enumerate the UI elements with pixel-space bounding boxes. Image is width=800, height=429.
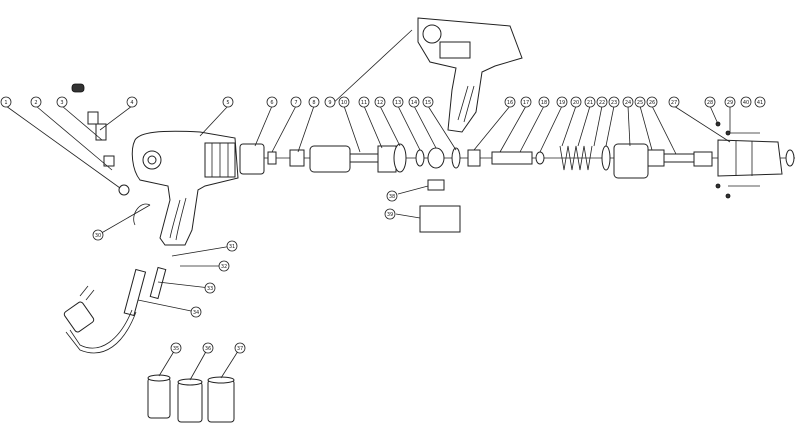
callout-40: 40	[740, 96, 752, 108]
callout-24: 24	[622, 96, 634, 108]
leader-lines	[5, 29, 731, 381]
callout-label: 20	[573, 100, 579, 106]
switch-parts	[419, 179, 461, 233]
callout-label: 19	[559, 100, 565, 106]
coil-spring	[559, 145, 593, 171]
callout-39: 39	[384, 208, 396, 220]
callout-8: 8	[308, 96, 320, 108]
callout-label: 37	[237, 346, 243, 352]
callout-label: 32	[221, 264, 227, 270]
callout-label: 24	[625, 100, 631, 106]
callout-label: 38	[389, 194, 395, 200]
callout-33: 33	[204, 282, 216, 294]
callout-label: 15	[425, 100, 431, 106]
callout-label: 29	[727, 100, 733, 106]
callout-7: 7	[290, 96, 302, 108]
callout-38: 38	[386, 190, 398, 202]
callout-label: 27	[671, 100, 677, 106]
callout-36: 36	[202, 342, 214, 354]
callout-4: 4	[126, 96, 138, 108]
callout-label: 12	[377, 100, 383, 106]
callout-19: 19	[556, 96, 568, 108]
callout-label: 6	[270, 100, 273, 106]
callout-25: 25	[634, 96, 646, 108]
callout-label: 26	[649, 100, 655, 106]
shaft-assembly	[239, 139, 795, 179]
power-cord	[63, 203, 167, 354]
callout-label: 30	[95, 233, 101, 239]
callout-29: 29	[724, 96, 736, 108]
callout-13: 13	[392, 96, 404, 108]
callout-label: 4	[130, 100, 133, 106]
top-half-housing	[417, 17, 523, 133]
callout-label: 18	[541, 100, 547, 106]
callout-6: 6	[266, 96, 278, 108]
callout-5: 5	[222, 96, 234, 108]
callout-label: 7	[294, 100, 297, 106]
callout-28: 28	[704, 96, 716, 108]
callout-label: 8	[312, 100, 315, 106]
callout-label: 34	[193, 310, 199, 316]
callout-label: 33	[207, 286, 213, 292]
main-housing	[131, 130, 239, 246]
callout-label: 21	[587, 100, 593, 106]
callout-37: 37	[234, 342, 246, 354]
callout-label: 13	[395, 100, 401, 106]
callout-label: 10	[341, 100, 347, 106]
callout-9: 9	[324, 96, 336, 108]
callout-12: 12	[374, 96, 386, 108]
callout-10: 10	[338, 96, 350, 108]
callout-21: 21	[584, 96, 596, 108]
callout-2: 2	[30, 96, 42, 108]
callout-11: 11	[358, 96, 370, 108]
callout-23: 23	[608, 96, 620, 108]
callout-30: 30	[92, 229, 104, 241]
callout-label: 39	[387, 212, 393, 218]
socket-set	[147, 374, 235, 423]
callout-label: 41	[757, 100, 763, 106]
left-small-parts	[71, 83, 130, 196]
callout-label: 14	[411, 100, 417, 106]
callout-34: 34	[190, 306, 202, 318]
callout-22: 22	[596, 96, 608, 108]
callout-15: 15	[422, 96, 434, 108]
callout-label: 23	[611, 100, 617, 106]
callout-label: 28	[707, 100, 713, 106]
callout-label: 35	[173, 346, 179, 352]
callout-41: 41	[754, 96, 766, 108]
callout-18: 18	[538, 96, 550, 108]
callout-1: 1	[0, 96, 12, 108]
callout-label: 2	[34, 100, 37, 106]
callout-label: 17	[523, 100, 529, 106]
callout-label: 16	[507, 100, 513, 106]
callout-16: 16	[504, 96, 516, 108]
callout-17: 17	[520, 96, 532, 108]
callout-20: 20	[570, 96, 582, 108]
callout-label: 40	[743, 100, 749, 106]
callout-label: 9	[328, 100, 331, 106]
callout-27: 27	[668, 96, 680, 108]
callout-14: 14	[408, 96, 420, 108]
callout-label: 22	[599, 100, 605, 106]
fastener-screws	[715, 121, 760, 199]
callout-label: 11	[361, 100, 367, 106]
callout-label: 1	[4, 100, 7, 106]
callout-label: 36	[205, 346, 211, 352]
callout-3: 3	[56, 96, 68, 108]
callout-label: 31	[229, 244, 235, 250]
callout-26: 26	[646, 96, 658, 108]
callout-35: 35	[170, 342, 182, 354]
callout-label: 25	[637, 100, 643, 106]
callout-label: 5	[226, 100, 229, 106]
callout-label: 3	[60, 100, 63, 106]
callout-32: 32	[218, 260, 230, 272]
callout-31: 31	[226, 240, 238, 252]
